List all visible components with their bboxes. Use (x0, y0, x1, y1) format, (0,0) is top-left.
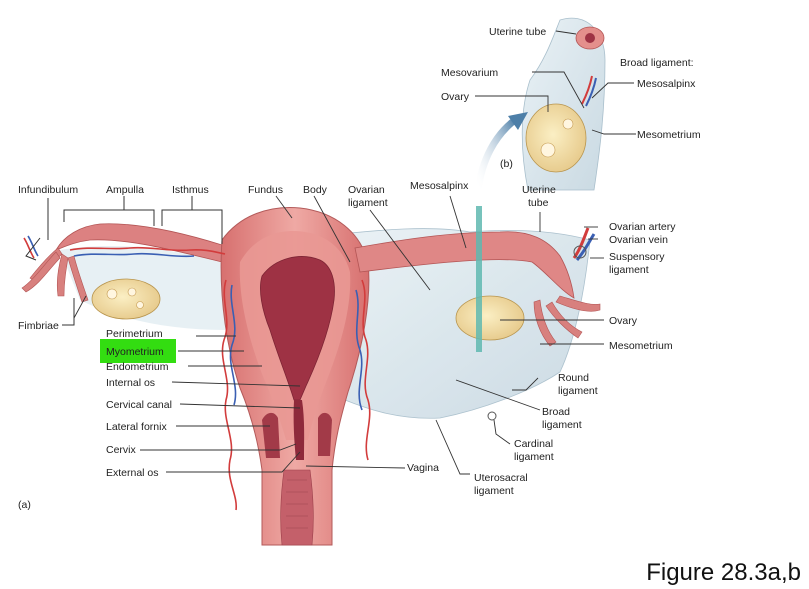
label-uterine-tube-b: Uterine tube (489, 26, 546, 38)
label-round-2: ligament (558, 385, 598, 397)
label-ovarian-ligament-2: ligament (348, 197, 388, 209)
label-ovary-b: Ovary (441, 91, 470, 103)
label-cardinal-2: ligament (514, 451, 554, 463)
label-cervical-canal: Cervical canal (106, 399, 172, 411)
label-fundus: Fundus (248, 184, 283, 196)
label-vagina: Vagina (407, 462, 439, 474)
label-cardinal-1: Cardinal (514, 438, 553, 450)
label-fimbriae: Fimbriae (18, 320, 59, 332)
left-fimbriae (21, 247, 89, 303)
label-panel-a: (a) (18, 499, 31, 511)
panel-a-illustration (21, 206, 601, 546)
labels-panel-a-left: Fimbriae Perimetrium Myometrium Endometr… (18, 320, 172, 511)
uterine-cavity (260, 256, 335, 401)
figure-caption: Figure 28.3a,b (646, 559, 801, 586)
label-uterine-tube-a-2: tube (528, 197, 549, 209)
label-round-1: Round (558, 372, 589, 384)
labels-panel-a-top: Infundibulum Ampulla Isthmus Fundus Body… (18, 180, 556, 209)
label-broad-2: ligament (542, 419, 582, 431)
cervical-canal (293, 400, 305, 460)
right-ovary (455, 295, 525, 341)
labels-panel-b: Uterine tube Broad ligament: Mesosalpinx… (441, 26, 701, 170)
label-external-os: External os (106, 467, 159, 479)
inset-ovary (525, 103, 587, 173)
panel-b-illustration (474, 17, 606, 191)
left-ovary (91, 278, 161, 320)
label-isthmus: Isthmus (172, 184, 209, 196)
label-uterosacral-2: ligament (474, 485, 514, 497)
inset-arrow (474, 117, 518, 191)
label-suspensory-2: ligament (609, 264, 649, 276)
label-broad-ligament-b: Broad ligament: (620, 57, 694, 69)
label-ovary-a: Ovary (609, 315, 638, 327)
label-body: Body (303, 184, 328, 196)
label-internal-os: Internal os (106, 377, 155, 389)
label-panel-b: (b) (500, 158, 513, 170)
label-ovarian-artery: Ovarian artery (609, 221, 676, 233)
label-perimetrium: Perimetrium (106, 328, 163, 340)
label-ovarian-vein: Ovarian vein (609, 234, 668, 246)
label-mesosalpinx-a: Mesosalpinx (410, 180, 469, 192)
label-uterine-tube-a-1: Uterine (522, 184, 556, 196)
label-ampulla: Ampulla (106, 184, 144, 196)
labels-panel-a-right: Ovarian artery Ovarian vein Suspensory l… (407, 221, 676, 497)
lateral-fornix-pocket (262, 412, 280, 458)
myometrium-highlight (100, 339, 176, 363)
label-infundibulum: Infundibulum (18, 184, 78, 196)
label-mesosalpinx-b: Mesosalpinx (637, 78, 696, 90)
label-lateral-fornix: Lateral fornix (106, 421, 167, 433)
label-suspensory-1: Suspensory (609, 251, 665, 263)
label-uterosacral-1: Uterosacral (474, 472, 528, 484)
label-myometrium: Myometrium (106, 346, 164, 358)
label-ovarian-ligament-1: Ovarian (348, 184, 385, 196)
label-endometrium: Endometrium (106, 361, 169, 373)
label-mesometrium-a: Mesometrium (609, 340, 673, 352)
leader-lines (25, 30, 636, 475)
vagina-canal (280, 469, 314, 546)
label-broad-1: Broad (542, 406, 570, 418)
label-mesovarium-b: Mesovarium (441, 67, 498, 79)
section-plane (476, 206, 482, 352)
uterine-vessels (23, 235, 371, 511)
label-cervix: Cervix (106, 444, 137, 456)
label-mesometrium-b: Mesometrium (637, 129, 701, 141)
